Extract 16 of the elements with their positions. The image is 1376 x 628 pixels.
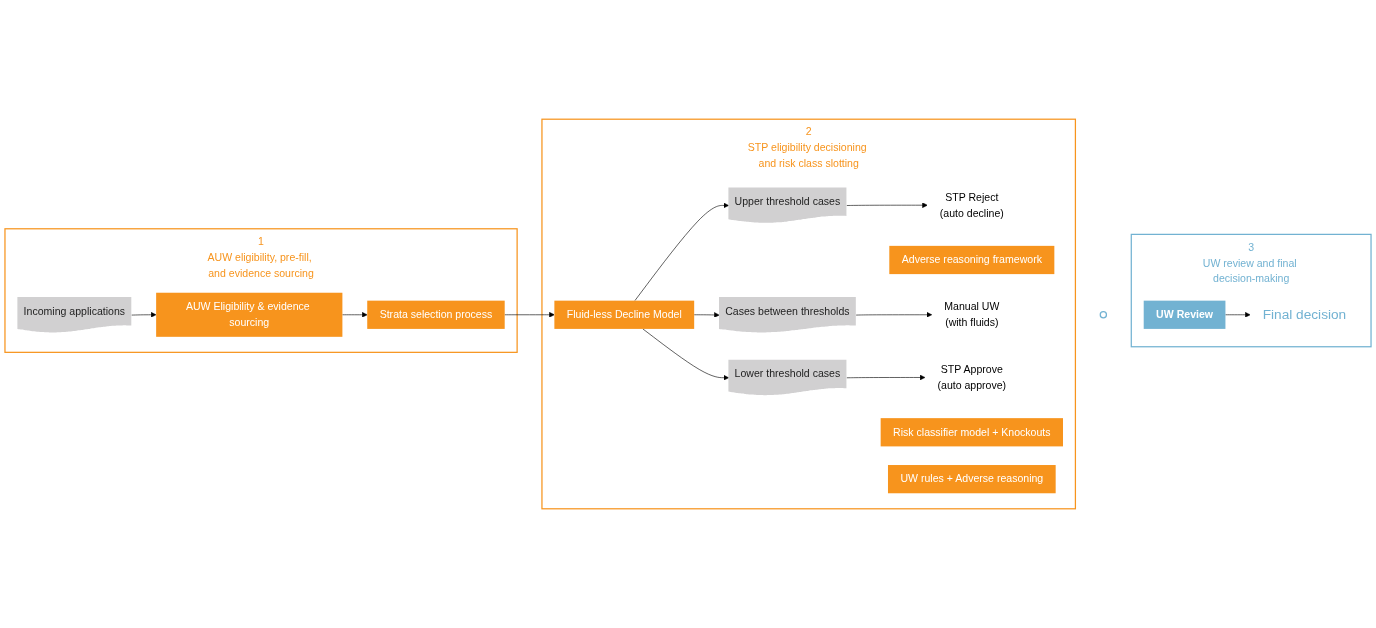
node-box: AUW Eligibility & evidence sourcing [156,292,343,337]
node-box: Cases between thresholds [719,297,856,333]
node-box: Upper threshold cases [728,187,847,223]
node-box: Adverse reasoning framework [889,245,1055,275]
node-box: UW rules + Adverse reasoning [887,465,1056,494]
node-text: STP Approve (auto approve) [937,363,1007,392]
node-text: Manual UW (with fluids) [944,300,1000,329]
node-box: Fluid-less Decline Model [554,300,695,329]
node-box: UW Review [1143,300,1226,329]
node-text: STP Reject (auto decline) [939,191,1004,219]
node-box: Strata selection process [367,300,505,329]
node-text: Final decision [1262,307,1347,323]
node-box: Lower threshold cases [728,359,847,396]
node-box: Risk classifier model + Knockouts [880,418,1063,447]
node-circle [1099,311,1108,319]
node-box: Incoming applications [17,297,132,333]
